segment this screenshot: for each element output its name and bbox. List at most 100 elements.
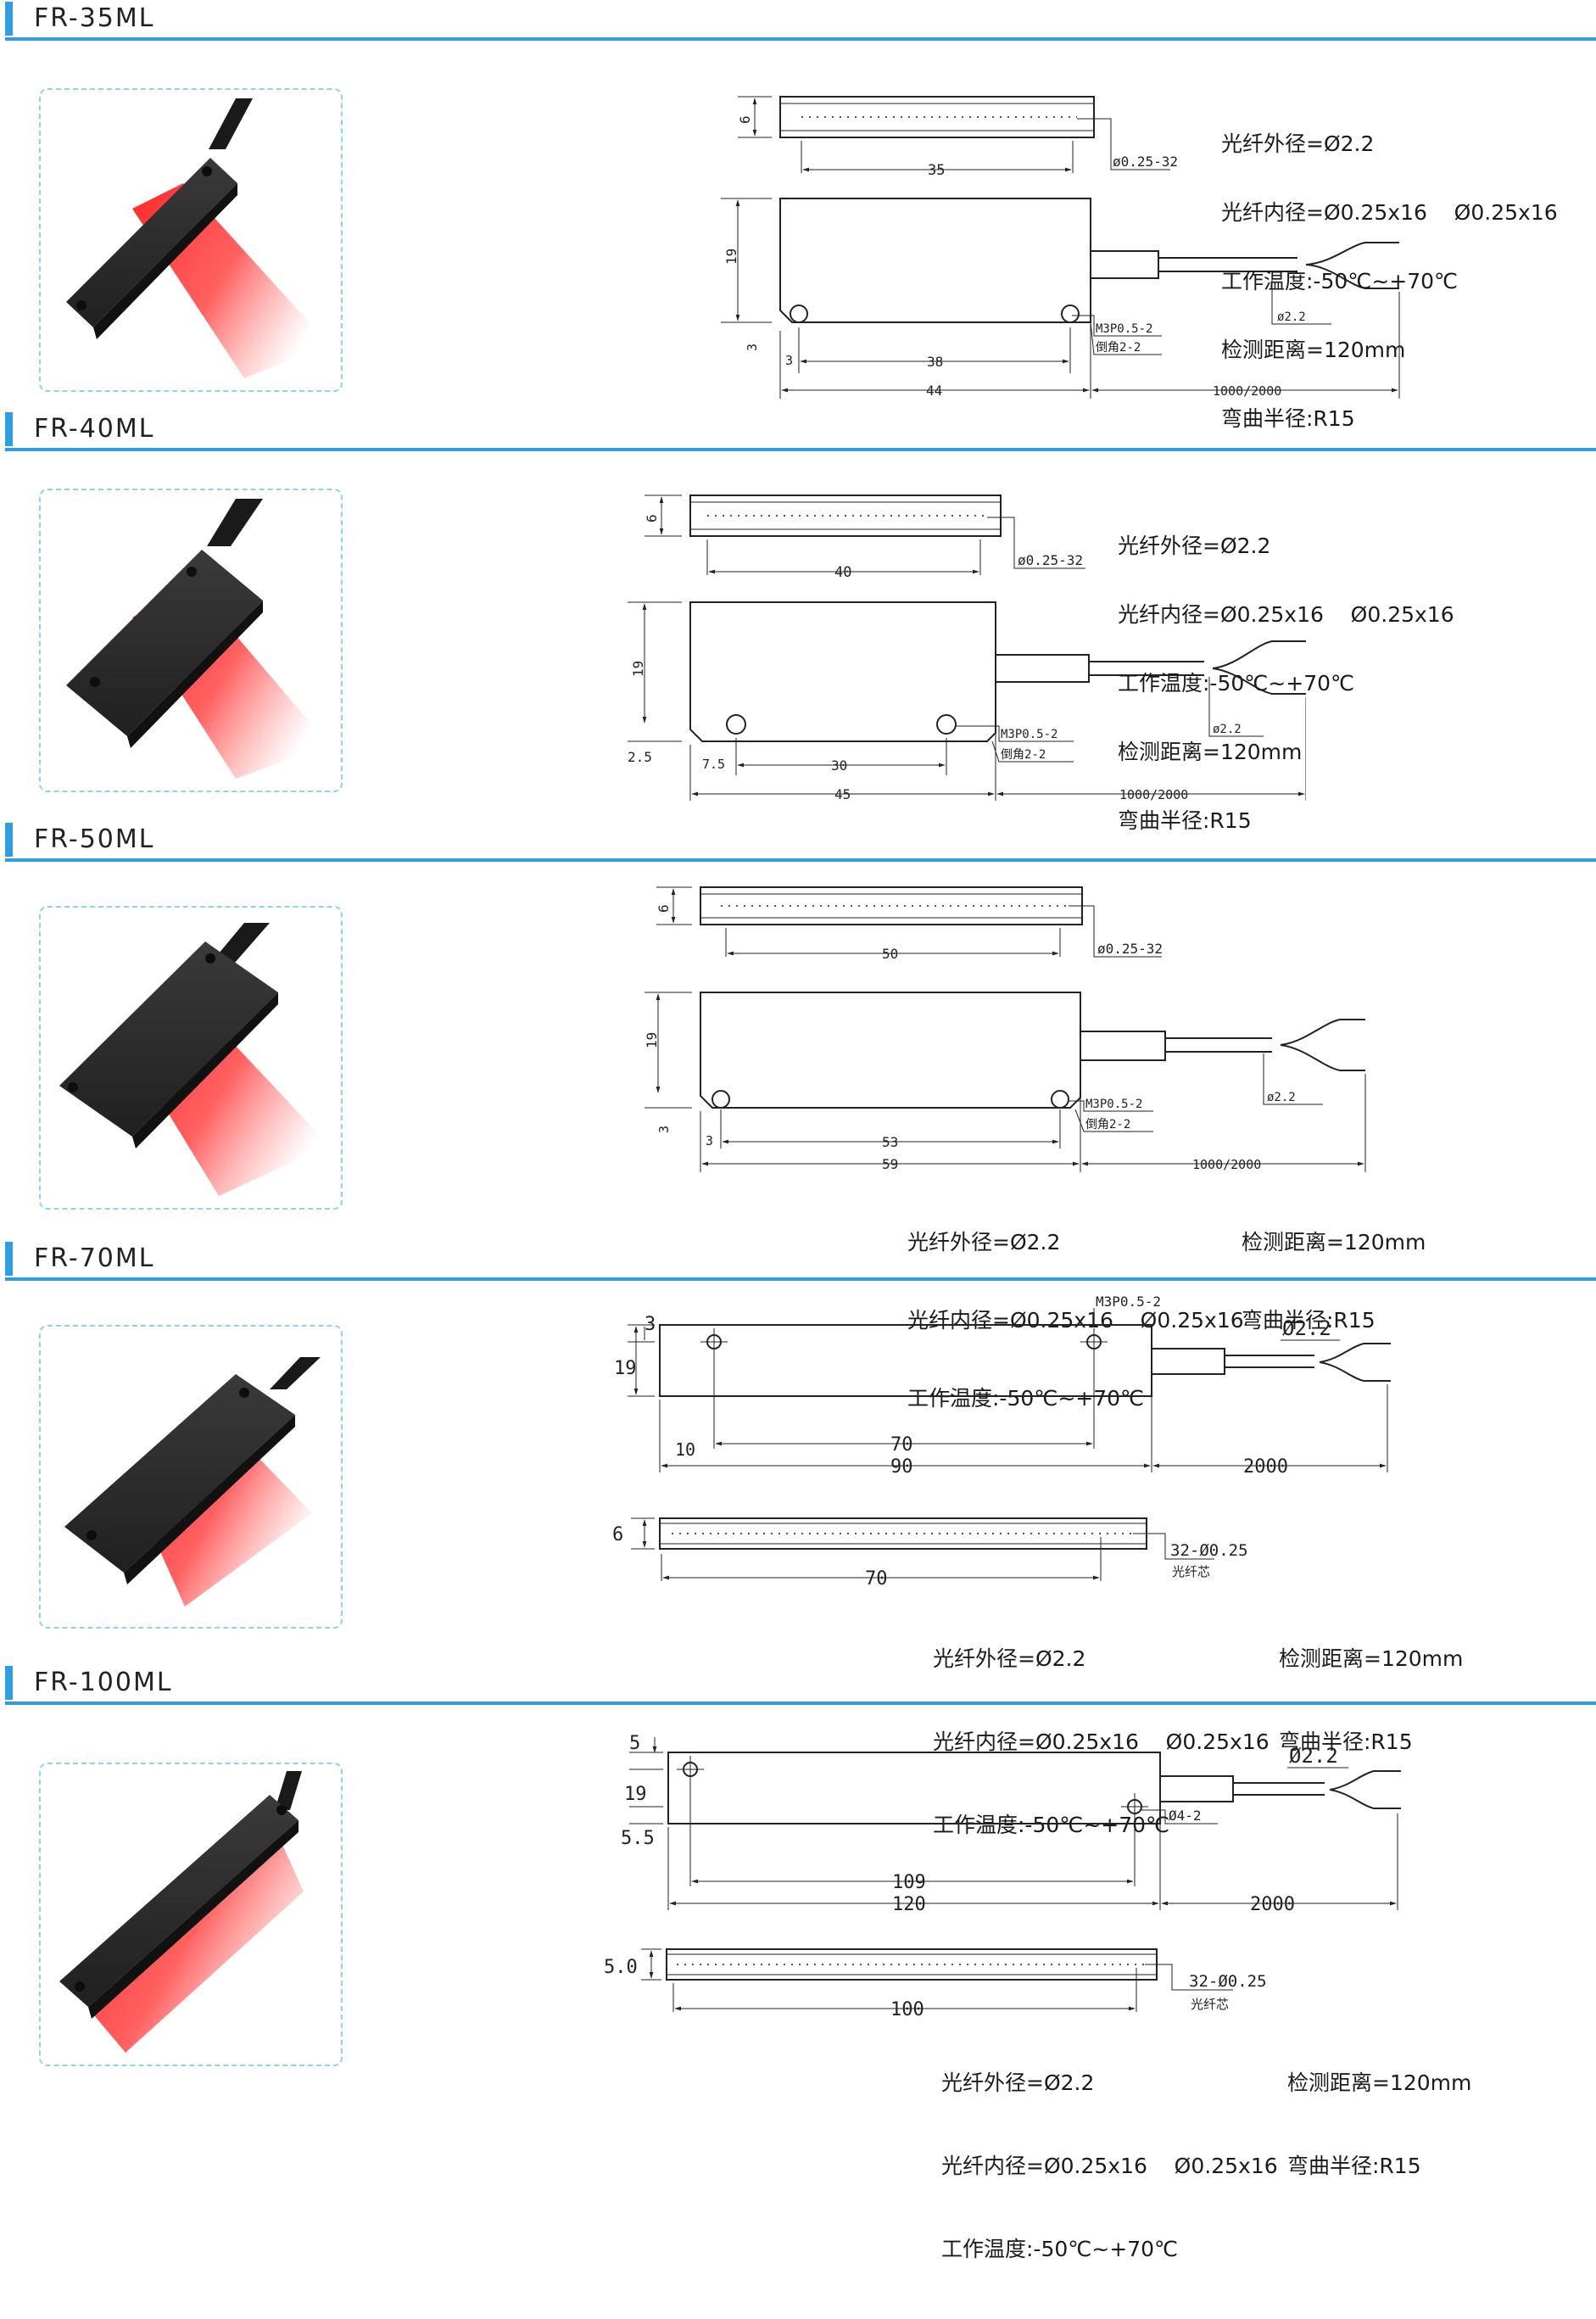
section-title: FR-50ML xyxy=(34,824,155,854)
dim-hole-offset: 10 xyxy=(675,1439,695,1460)
spec-distance: 检测距离=120mm xyxy=(1279,1646,1464,1671)
dim-hole-gap: 109 xyxy=(892,1872,926,1893)
section-header: FR-40ML xyxy=(0,411,1596,451)
spec-bend-radius: 弯曲半径:R15 xyxy=(1118,808,1252,833)
dim-hole-offset: 3 xyxy=(706,1133,713,1148)
spec-outer-diameter: 光纤外径=Ø2.2 xyxy=(1221,131,1375,156)
section-rule xyxy=(5,448,1596,451)
dim-thread: M3P0.5-2 xyxy=(1085,1098,1142,1111)
dim-height: 6 xyxy=(644,514,660,522)
dim-chamfer: 倒角2-2 xyxy=(1096,341,1141,355)
sensor-illustration xyxy=(64,1357,321,1607)
spec-outer-diameter: 光纤外径=Ø2.2 xyxy=(941,2070,1095,2095)
accent-bar xyxy=(5,823,13,857)
dim-hole-offset: 7.5 xyxy=(702,757,725,772)
dim-core-label: 光纤芯 xyxy=(1191,1997,1229,2012)
dimension-drawing: 6 50 ø0.25-32 xyxy=(656,886,1163,962)
dim-core-label: 光纤芯 xyxy=(1172,1564,1210,1579)
dim-side: 19 xyxy=(645,1032,660,1048)
dim-hole-gap: 30 xyxy=(831,757,847,774)
dim-fiber-code: ø0.25-32 xyxy=(1097,941,1163,957)
spec-bend-radius: 弯曲半径:R15 xyxy=(1242,1308,1376,1333)
section-rule xyxy=(5,1702,1596,1705)
dim-total: 45 xyxy=(834,786,851,802)
spec-distance: 检测距离=120mm xyxy=(1118,740,1303,764)
dimension-drawing-side: Ø4-2 Ø2.2 5 19 5.5 109 120 2000 xyxy=(621,1733,1401,1915)
sensor-illustration xyxy=(66,499,329,779)
spec-distance: 检测距离=120mm xyxy=(1242,1230,1426,1254)
dim-top: 3 xyxy=(645,1314,656,1335)
spec-block: 光纤外径=Ø2.2 光纤内径=Ø0.25x16 Ø0.25x16 工作温度:-5… xyxy=(1118,489,1454,878)
dim-fiber-od: ø2.2 xyxy=(1267,1091,1296,1104)
dim-fiber-od: Ø2.2 xyxy=(1282,1316,1331,1340)
spec-bend-radius: 弯曲半径:R15 xyxy=(1287,2154,1421,2178)
dim-height: 6 xyxy=(656,904,672,913)
dimension-drawing: 6 35 ø0.25-32 19 3 3 38 44 1000/2000 M3 xyxy=(721,96,1400,399)
dim-length: 100 xyxy=(890,1999,924,2020)
product-photo xyxy=(39,906,343,1210)
product-photo xyxy=(39,88,343,392)
section-fr-35ml: FR-35ML 6 35 ø0.25-32 xyxy=(0,0,1596,430)
spec-distance: 检测距离=120mm xyxy=(1221,338,1406,362)
dimension-drawing: 6 40 ø0.25-32 19 2.5 7.5 30 45 1000/2000… xyxy=(628,495,1306,802)
dim-side: 19 xyxy=(723,249,739,265)
spec-bend-radius: 弯曲半径:R15 xyxy=(1221,406,1355,431)
spec-inner-diameter: 光纤内径=Ø0.25x16 Ø0.25x16 xyxy=(1118,602,1454,627)
product-photo xyxy=(39,1763,343,2066)
dim-length: 70 xyxy=(865,1568,888,1590)
dim-fiber-code: 32-Ø0.25 xyxy=(1189,1972,1267,1991)
dim-side: 19 xyxy=(624,1784,647,1805)
spec-inner-diameter: 光纤内径=Ø0.25x16 Ø0.25x16 xyxy=(941,2154,1278,2178)
dim-extra: 2.5 xyxy=(628,749,652,765)
dimension-drawing-top: 6 70 32-Ø0.25 光纤芯 xyxy=(612,1517,1248,1590)
spec-block-right: 检测距离=120mm 弯曲半径:R15 xyxy=(1242,1179,1426,1386)
dim-thread: M3P0.5-2 xyxy=(1096,1294,1161,1310)
section-header: FR-70ML xyxy=(0,1240,1596,1281)
spec-outer-diameter: 光纤外径=Ø2.2 xyxy=(1118,534,1271,558)
section-rule xyxy=(5,37,1596,41)
accent-bar xyxy=(5,1666,13,1700)
dim-height: 6 xyxy=(612,1524,623,1545)
spec-block-right: 检测距离=120mm 弯曲半径:R15 xyxy=(1287,2015,1471,2236)
dim-fiber-code: ø0.25-32 xyxy=(1018,552,1083,568)
dim-total: 44 xyxy=(926,383,942,399)
dim-fiber-code: 32-Ø0.25 xyxy=(1170,1541,1248,1560)
section-title: FR-35ML xyxy=(34,3,155,33)
dim-hole-gap: 38 xyxy=(927,354,943,370)
section-title: FR-40ML xyxy=(34,414,155,444)
spec-inner-diameter: 光纤内径=Ø0.25x16 Ø0.25x16 xyxy=(933,1729,1270,1754)
dim-hole-offset-vertical: 3 xyxy=(656,1126,672,1133)
accent-bar xyxy=(5,1242,13,1276)
dim-hole: Ø4-2 xyxy=(1169,1808,1202,1824)
spec-temperature: 工作温度:-50℃~+70℃ xyxy=(933,1813,1170,1837)
spec-temperature: 工作温度:-50℃~+70℃ xyxy=(941,2237,1179,2261)
dim-total: 59 xyxy=(882,1156,898,1172)
dimension-drawing-side: M3P0.5-2 Ø2.2 3 19 10 70 90 2000 xyxy=(614,1294,1391,1478)
spec-distance: 检测距离=120mm xyxy=(1287,2070,1472,2095)
dim-side: 19 xyxy=(614,1358,637,1379)
spec-outer-diameter: 光纤外径=Ø2.2 xyxy=(933,1646,1086,1671)
dim-fiber-od: ø2.2 xyxy=(1277,310,1306,324)
dimension-drawing-side: 19 3 3 53 59 1000/2000 M3P0.5-2 倒角2-2 ø2… xyxy=(645,992,1366,1172)
dim-cable: 1000/2000 xyxy=(1213,383,1281,399)
dim-height: 5.0 xyxy=(604,1957,638,1978)
spec-block-right: 检测距离=120mm 弯曲半径:R15 xyxy=(1279,1591,1463,1812)
section-rule xyxy=(5,1277,1596,1281)
spec-block: 光纤外径=Ø2.2 光纤内径=Ø0.25x16 Ø0.25x16 工作温度:-5… xyxy=(1221,87,1558,476)
dim-total: 120 xyxy=(892,1894,926,1915)
dim-hole-offset-vertical: 3 xyxy=(745,344,760,351)
accent-bar xyxy=(5,2,13,36)
dim-cable: 2000 xyxy=(1243,1456,1288,1478)
dimension-drawing-top: 5.0 100 32-Ø0.25 光纤芯 xyxy=(604,1948,1267,2020)
spec-block-left: 光纤外径=Ø2.2 光纤内径=Ø0.25x16 Ø0.25x16 工作温度:-5… xyxy=(933,1591,1270,1895)
section-fr-100ml: FR-100ML Ø4-2 Ø2.2 5 xyxy=(0,1664,1596,2261)
dim-thread: M3P0.5-2 xyxy=(1001,728,1057,741)
section-fr-70ml: FR-70ML M3P0.5-2 Ø2.2 3 xyxy=(0,1240,1596,1837)
dim-chamfer: 倒角2-2 xyxy=(1085,1118,1130,1132)
section-header: FR-35ML xyxy=(0,0,1596,41)
section-rule xyxy=(5,858,1596,862)
spec-block-left: 光纤外径=Ø2.2 光纤内径=Ø0.25x16 Ø0.25x16 工作温度:-5… xyxy=(941,2015,1278,2319)
dim-thread: M3P0.5-2 xyxy=(1096,322,1152,336)
spec-temperature: 工作温度:-50℃~+70℃ xyxy=(1118,671,1355,696)
section-title: FR-70ML xyxy=(34,1243,155,1273)
